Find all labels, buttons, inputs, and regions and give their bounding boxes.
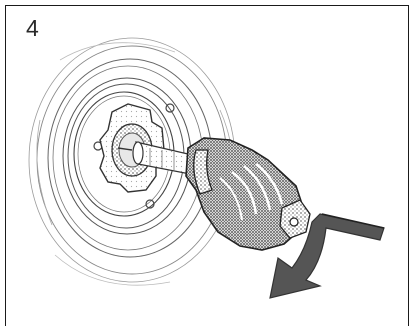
bulb-removal-illustration <box>0 0 417 326</box>
